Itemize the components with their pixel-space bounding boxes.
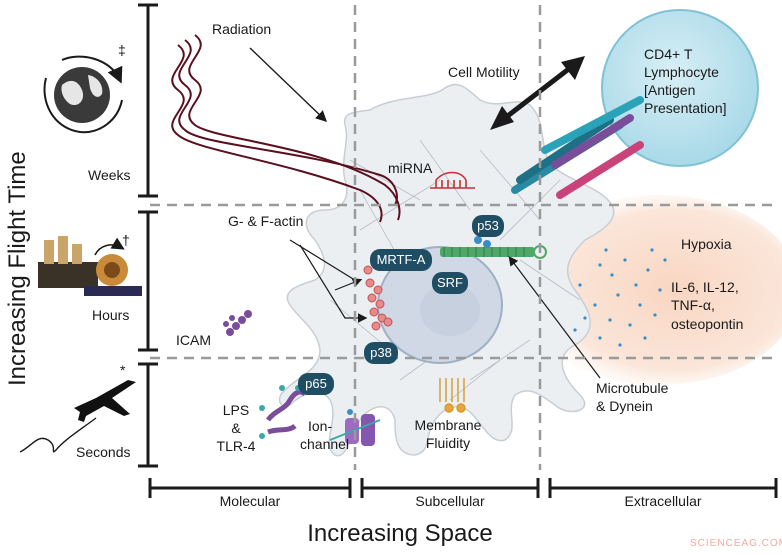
label-membrane-2: Fluidity (425, 435, 471, 451)
protein-p65: p65 (298, 373, 334, 395)
label-cytokines-1: IL-6, IL-12, (671, 279, 739, 295)
y-axis-title: Increasing Flight Time (4, 151, 31, 386)
time-axis-ruler (138, 3, 158, 468)
protein-mrtf-a: MRTF-A (370, 249, 432, 271)
icam-molecule (223, 310, 252, 336)
watermark: SCIENCEAG.COM (690, 538, 782, 549)
label-mirna: miRNA (388, 160, 433, 176)
earth-globe-icon (43, 55, 123, 134)
mark-asterisk: * (120, 362, 126, 378)
membrane-lipids (439, 378, 466, 413)
space-tick-extracellular: Extracellular (624, 493, 702, 509)
mirna-icon (430, 171, 475, 189)
label-cytokines-2: TNF-α, (671, 297, 715, 313)
cell-motility-arrow (490, 56, 585, 130)
label-membrane-1: Membrane (414, 417, 482, 433)
hypoxia-dots (573, 248, 667, 347)
actin-beads (363, 265, 393, 331)
label-lps: LPS (222, 402, 250, 418)
label-actin: G- & F-actin (228, 213, 304, 229)
space-axis-ruler (148, 478, 778, 498)
label-microtubule-1: Microtubule (596, 380, 669, 396)
space-tick-molecular: Molecular (219, 493, 281, 509)
time-tick-seconds: Seconds (76, 444, 131, 460)
lab-device-icon (38, 236, 142, 296)
protein-srf: SRF (432, 272, 468, 294)
cd4-lymphocyte (601, 9, 759, 167)
label-hypoxia: Hypoxia (681, 236, 732, 252)
receptor-complex (511, 96, 644, 199)
microtubule (440, 245, 547, 259)
label-radiation: Radiation (212, 21, 272, 37)
label-tlr4: TLR-4 (216, 438, 256, 454)
label-amp: & (231, 420, 241, 436)
label-lymphocyte-4: Presentation] (644, 100, 727, 116)
protein-p38: p38 (364, 342, 398, 364)
label-icam: ICAM (176, 332, 211, 348)
time-tick-hours: Hours (92, 307, 130, 323)
radiation-arrow (249, 47, 328, 122)
mark-double-dagger: ‡ (118, 42, 126, 58)
grid-lines (150, 5, 778, 470)
x-axis-title: Increasing Space (307, 520, 493, 547)
protein-p53: p53 (472, 215, 504, 237)
label-ion-1: Ion- (308, 418, 333, 434)
label-cytokines-3: osteopontin (671, 316, 744, 332)
label-cell-motility: Cell Motility (448, 64, 520, 80)
space-tick-subcellular: Subcellular (415, 493, 485, 509)
radiation-waves (171, 34, 401, 223)
hypoxia-region (520, 195, 782, 385)
airplane-icon (19, 380, 136, 453)
label-lymphocyte-1: CD4+ T (644, 46, 693, 62)
label-lymphocyte-2: Lymphocyte (644, 64, 719, 80)
time-tick-weeks: Weeks (88, 167, 131, 183)
label-lymphocyte-3: [Antigen (644, 82, 696, 98)
label-microtubule-2: & Dynein (596, 398, 653, 414)
label-ion-2: channel (300, 436, 350, 452)
mark-dagger: † (122, 232, 130, 248)
